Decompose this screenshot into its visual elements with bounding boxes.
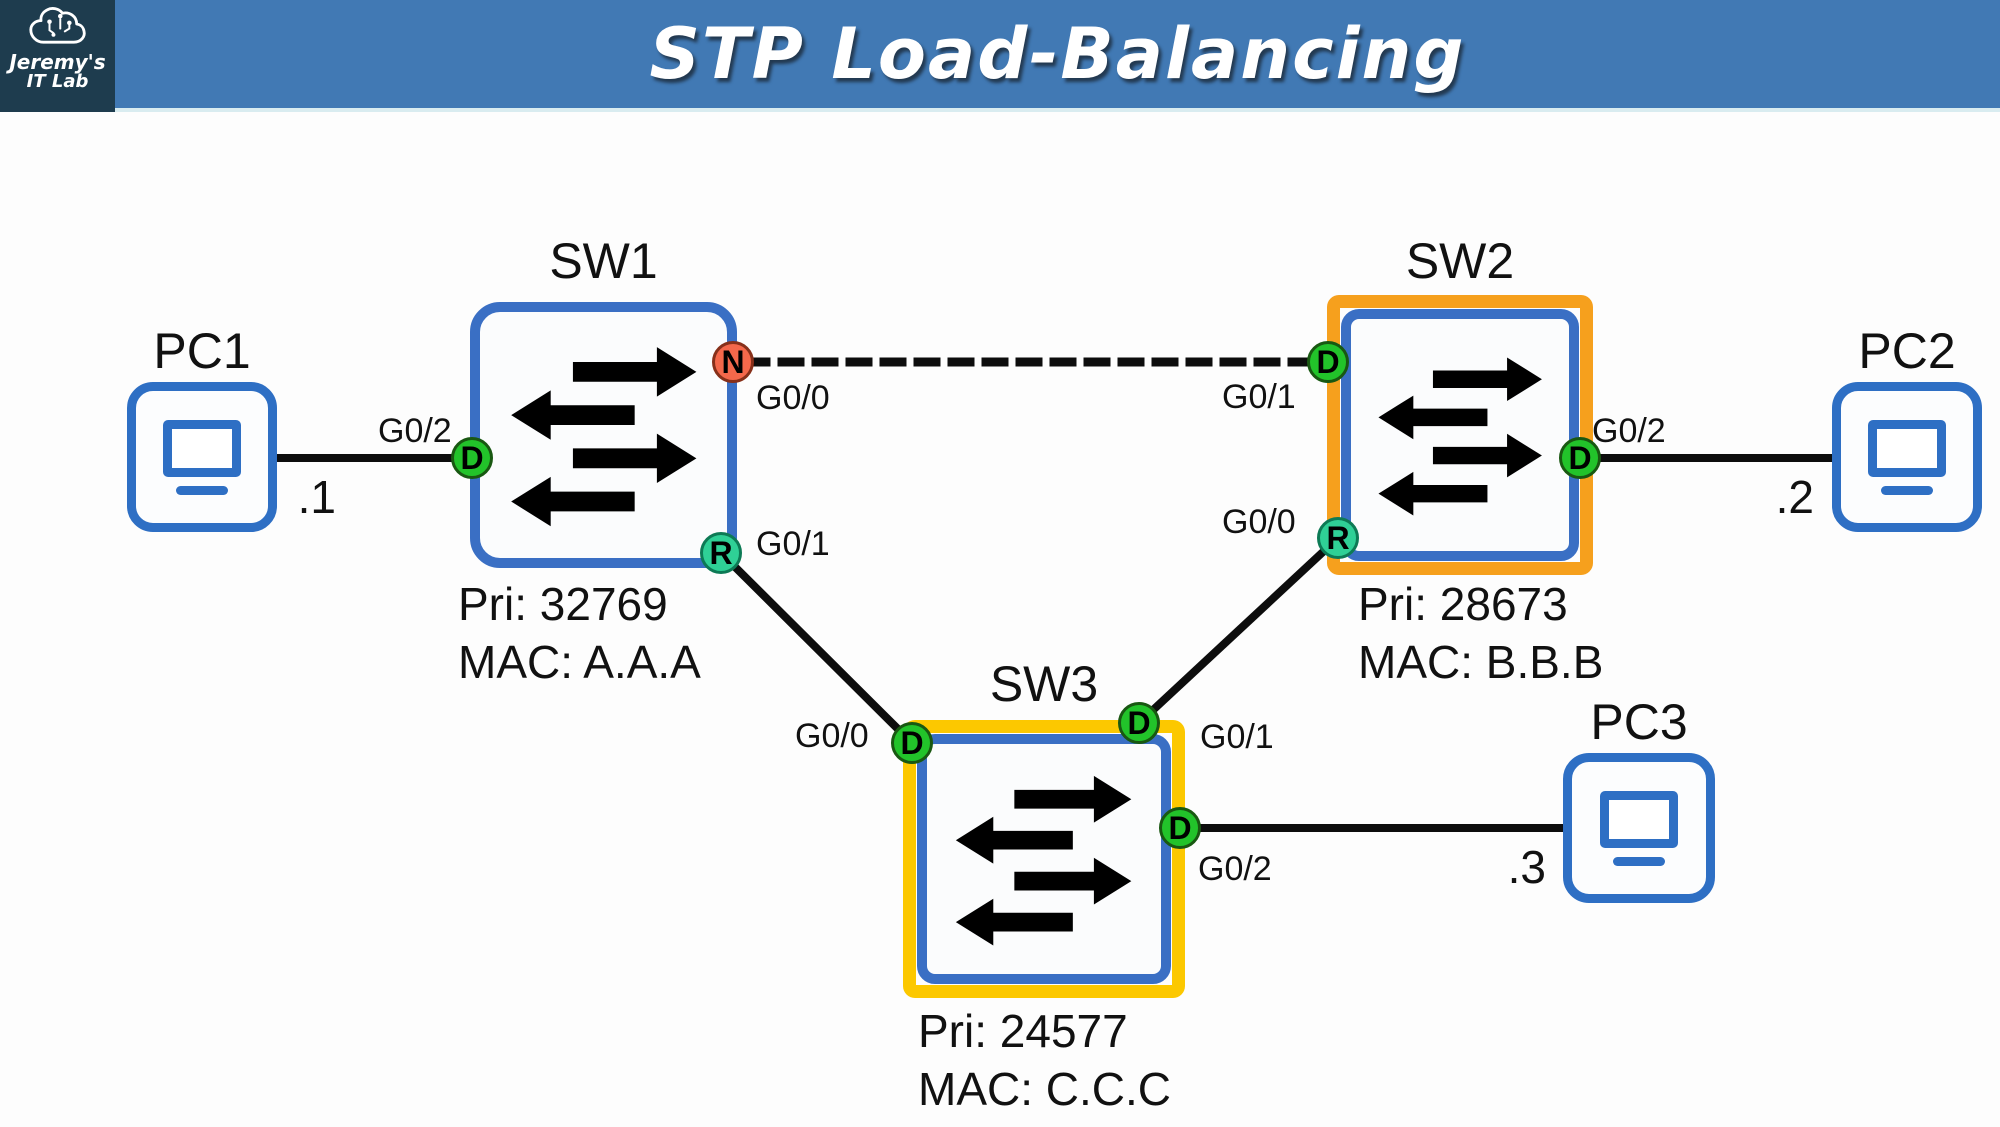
iface-label-sw1-g00: G0/0 [756,379,830,417]
logo-text-line2: IT Lab [26,71,89,92]
pc3-address: .3 [1507,841,1546,893]
monitor-stand [1613,856,1665,866]
port-badge-sw3-g02: D [1159,807,1201,849]
sw1-priority: Pri: 32769 [458,578,668,630]
node-sw2 [1341,309,1579,561]
title-area: STP Load-Balancing [115,0,2000,108]
iface-label-sw3-g02: G0/2 [1198,850,1272,888]
switch-icon [1373,352,1547,518]
sw1-mac: MAC: A.A.A [458,636,701,688]
iface-label-sw2-g00: G0/0 [1222,503,1296,541]
port-badge-sw1-g00: N [712,341,754,383]
sw2-priority: Pri: 28673 [1358,578,1568,630]
monitor-icon [163,419,241,477]
port-badge-sw2-g00: R [1317,517,1359,559]
node-sw2-highlight-frame [1327,295,1593,575]
iface-label-sw1-g01: G0/1 [756,525,830,563]
node-title-pc1: PC1 [153,323,251,379]
iface-label-sw2-g02: G0/2 [1592,412,1666,450]
monitor-icon [1600,790,1678,848]
sw1-stats: Pri: 32769 MAC: A.A.A [458,575,701,691]
page-title: STP Load-Balancing [649,13,1466,95]
cloud-circuit-icon [28,7,86,44]
node-sw3-highlight-frame [903,720,1185,998]
iface-label-sw3-g01: G0/1 [1200,718,1274,756]
node-title-sw2: SW2 [1405,233,1515,289]
iface-label-sw2-g01: G0/1 [1222,378,1296,416]
port-badge-sw3-g01: D [1118,702,1160,744]
switch-icon [505,341,703,529]
sw3-mac: MAC: C.C.C [918,1063,1171,1115]
port-badge-sw1-g01: R [700,532,742,574]
monitor-icon [1868,419,1946,477]
iface-label-sw1-g02: G0/2 [378,412,452,450]
link-sw1-sw3 [715,547,918,749]
port-badge-sw1-g02: D [451,437,493,479]
logo-text-line1: Jeremy's [9,50,106,74]
port-role-letter: R [709,535,733,571]
switch-icon [950,770,1137,948]
header-bar: Jeremy's IT Lab STP Load-Balancing [0,0,2000,112]
node-title-sw3: SW3 [989,656,1099,712]
link-sw2-sw3 [1133,532,1344,729]
jeremys-it-lab-logo: Jeremy's IT Lab [0,0,115,112]
sw2-stats: Pri: 28673 MAC: B.B.B [1358,575,1603,691]
node-title-sw1: SW1 [549,233,658,289]
port-role-letter: D [460,440,484,476]
monitor-stand [176,485,228,495]
monitor-stand [1881,485,1933,495]
node-sw3 [917,734,1171,984]
pc1-address: .1 [297,471,336,523]
node-pc1 [127,382,277,532]
port-role-letter: D [1127,705,1151,741]
node-title-pc2: PC2 [1858,323,1956,379]
node-pc2 [1832,382,1982,532]
sw2-mac: MAC: B.B.B [1358,636,1604,688]
port-role-letter: D [1316,344,1340,380]
node-sw1 [470,302,737,568]
port-role-letter: R [1326,520,1350,556]
iface-label-sw3-g00: G0/0 [795,717,869,755]
pc2-address: .2 [1775,471,1814,523]
port-badge-sw2-g01: D [1307,341,1349,383]
port-badge-sw2-g02: D [1559,437,1601,479]
sw3-stats: Pri: 24577 MAC: C.C.C [918,1002,1171,1118]
port-role-letter: D [900,725,924,761]
port-role-letter: N [721,344,745,380]
port-role-letter: D [1568,440,1592,476]
port-badge-sw3-g00: D [891,722,933,764]
node-pc3 [1563,753,1715,903]
port-role-letter: D [1168,810,1192,846]
sw3-priority: Pri: 24577 [918,1005,1128,1057]
node-title-pc3: PC3 [1590,694,1688,750]
